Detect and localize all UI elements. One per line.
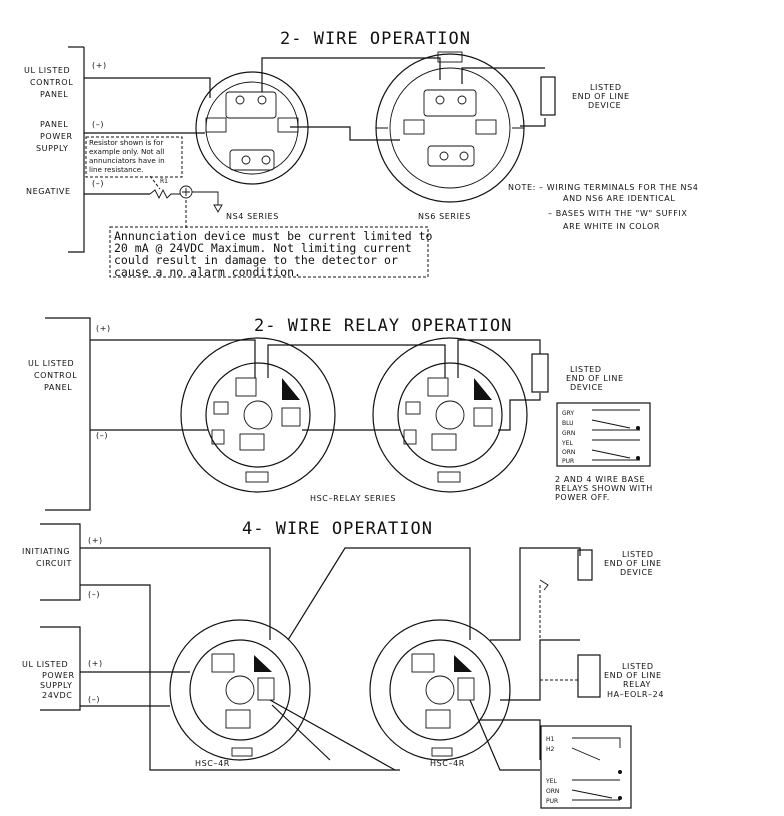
fw-legend-h2: H2 [546,746,555,753]
ns4-label: NS4 SERIES [226,212,279,221]
two-wire-title: 2- WIRE OPERATION [280,29,471,49]
label-power: POWER [40,132,73,141]
resistor-note-line-3: annunciators have in [89,156,165,165]
relay-note-3: POWER OFF. [555,493,610,502]
four-wire-base-2 [369,619,511,761]
eol-relay-line-2: END OF LINE [604,671,662,680]
fw-label-circuit: CIRCUIT [36,559,72,568]
eol2-line-2: END OF LINE [566,374,624,383]
fw-base-2-label: HSC–4R [430,759,465,768]
relay-note-2: RELAYS SHOWN WITH [555,484,653,493]
resistor-note-line-4: line resistance. [89,165,143,174]
eol-relay-line-1: LISTED [622,662,654,671]
relay-note-1: 2 AND 4 WIRE BASE [555,475,645,484]
label-panel-2: PANEL [40,120,68,129]
legend-pur: PUR [562,458,574,465]
four-wire-base-1 [169,619,311,761]
eol2-line-1: LISTED [570,365,602,374]
eol1-line-2: END OF LINE [572,92,630,101]
eol3-line-2: END OF LINE [604,559,662,568]
svg-text:R1: R1 [160,178,168,185]
relay-legend: GRY BLU GRN YEL ORN PUR [556,402,651,467]
relay-base-1 [180,337,336,493]
relay-base-2 [372,337,528,493]
fw-legend-orn: ORN [546,788,559,795]
annunciation-line-3: could result in damage to the detector o… [114,253,398,267]
relay-polarity-minus: (–) [96,431,108,440]
section-relay: 2- WIRE RELAY OPERATION UL LISTED CONTRO… [28,316,653,511]
ns4-base [195,71,309,185]
relay-label-control: CONTROL [34,371,77,380]
fw-label-24vdc: 24VDC [42,691,72,700]
label-negative: NEGATIVE [26,187,71,196]
fw-label-initiating: INITIATING [22,547,70,556]
fw-label-supply: SUPPLY [40,681,72,690]
note-line-2: AND NS6 ARE IDENTICAL [563,194,675,203]
eol-relay-line-3: RELAY [623,680,651,689]
section-two-wire: 2- WIRE OPERATION UL LISTED CONTROL PANE… [24,29,698,279]
relay-label-panel: PANEL [44,383,72,392]
ns6-label: NS6 SERIES [418,212,471,221]
eol-device-3 [577,549,593,581]
ns6-base [375,51,525,203]
section-four-wire: 4- WIRE OPERATION INITIATING CIRCUIT UL … [22,519,664,809]
relay-title: 2- WIRE RELAY OPERATION [254,316,512,336]
relay-label-ul: UL LISTED [28,359,74,368]
fw-legend-h1: H1 [546,736,555,743]
fw-label-power: POWER [42,671,75,680]
power-bracket [40,626,81,711]
fw-label-ul: UL LISTED [22,660,68,669]
annunciation-line-1: Annunciation device must be current limi… [114,229,433,243]
fw-base-1-label: HSC–4R [195,759,230,768]
legend-grn: GRN [562,430,575,437]
annunciation-note-box [109,226,429,278]
resistor-note-box [85,136,183,178]
four-wire-relay-legend: H1 H2 YEL ORN PUR [540,725,632,809]
label-panel: PANEL [40,90,68,99]
fw-polarity-2: (–) [88,590,100,599]
fw-polarity-4: (–) [88,695,100,704]
resistor [149,188,180,200]
initiating-bracket [40,523,81,601]
polarity-minus: (–) [92,120,104,129]
eol-relay-line-4: HA–EOLR–24 [607,690,664,699]
eol3-line-3: DEVICE [620,568,653,577]
resistor-note-line-2: example only. Not all [89,147,164,156]
note-line-4: ARE WHITE IN COLOR [563,222,660,231]
eol-device-2 [531,353,549,393]
note-line-1: NOTE: – WIRING TERMINALS FOR THE NS4 [508,183,698,192]
legend-yel: YEL [561,440,573,447]
fw-polarity-1: (+) [88,536,103,545]
fw-legend-pur: PUR [546,798,558,805]
four-wire-title: 4- WIRE OPERATION [242,519,433,539]
relay-base-label: HSC–RELAY SERIES [310,494,396,503]
note-line-3: – BASES WITH THE "W" SUFFIX [548,209,687,218]
annunciator-symbol [213,204,223,213]
wire-plus [84,77,211,98]
fw-legend-yel: YEL [545,778,557,785]
legend-gry: GRY [562,410,574,417]
label-supply: SUPPLY [36,144,68,153]
panel-bracket [68,47,85,253]
polarity-minus-neg: (–) [92,179,104,188]
relay-polarity-plus: (+) [96,324,111,333]
fw-polarity-3: (+) [88,659,103,668]
relay-panel-bracket [45,317,91,511]
eol-relay [577,654,601,698]
annunciation-line-2: 20 mA @ 24VDC Maximum. Not limiting curr… [114,241,412,255]
polarity-plus: (+) [92,61,107,70]
annunciation-line-4: cause a no alarm condition. [114,265,301,279]
legend-blu: BLU [562,420,574,427]
eol-device-1 [540,76,556,116]
eol1-line-3: DEVICE [588,101,621,110]
eol2-line-3: DEVICE [570,383,603,392]
eol3-line-1: LISTED [622,550,654,559]
legend-orn: ORN [562,449,575,456]
resistor-note-line-1: Resistor shown is for [89,138,163,147]
eol1-line-1: LISTED [590,83,622,92]
label-control: CONTROL [30,78,73,87]
label-ul-listed: UL LISTED [24,66,70,75]
